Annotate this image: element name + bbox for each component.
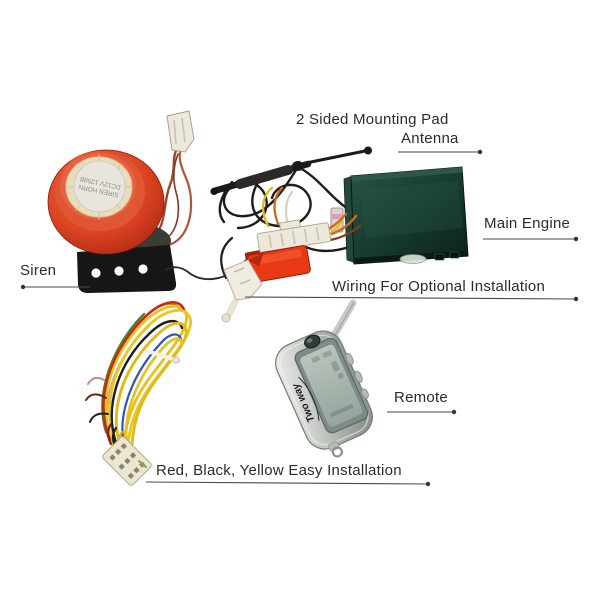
harness-wire-tip [138, 460, 147, 468]
siren-bracket [77, 245, 177, 293]
cable-tie [145, 349, 181, 364]
remote-unit: Two way [275, 299, 373, 458]
remote-side-buttons [345, 352, 369, 399]
siren-leader-line [20, 284, 90, 290]
remote-lanyard-ring [328, 441, 343, 458]
easy-install-leader-line [145, 481, 431, 487]
cluster-plug [221, 259, 263, 323]
harness-wires [85, 301, 192, 454]
callout-main-engine: Main Engine [484, 215, 571, 232]
installation-harness [85, 301, 192, 486]
siren-connector [166, 110, 195, 153]
callout-mounting-pad: 2 Sided Mounting Pad [296, 111, 449, 128]
remote-top-button [304, 334, 321, 349]
wiring-cluster [165, 186, 362, 323]
callout-siren: Siren [20, 262, 57, 279]
callout-antenna: Antenna [401, 130, 459, 147]
callout-easy-install: Red, Black, Yellow Easy Installation [156, 462, 402, 479]
engine-oval-label [399, 254, 427, 264]
remote-leader-line [387, 409, 457, 415]
main-engine-unit [330, 166, 469, 265]
main-engine-leader-line [483, 236, 579, 242]
antenna-rod [210, 146, 372, 196]
harness-connector [102, 436, 152, 486]
siren-horn: SIREN HORN DC12V 125dB [47, 149, 165, 255]
remote-lcd [294, 337, 369, 434]
siren-assembly: SIREN HORN DC12V 125dB [47, 110, 195, 293]
callout-remote: Remote [394, 389, 449, 406]
wiring-leader-line [244, 296, 579, 302]
antenna-leader-line [398, 149, 483, 155]
relay [244, 245, 311, 283]
callout-wiring-optional: Wiring For Optional Installation [332, 278, 546, 295]
